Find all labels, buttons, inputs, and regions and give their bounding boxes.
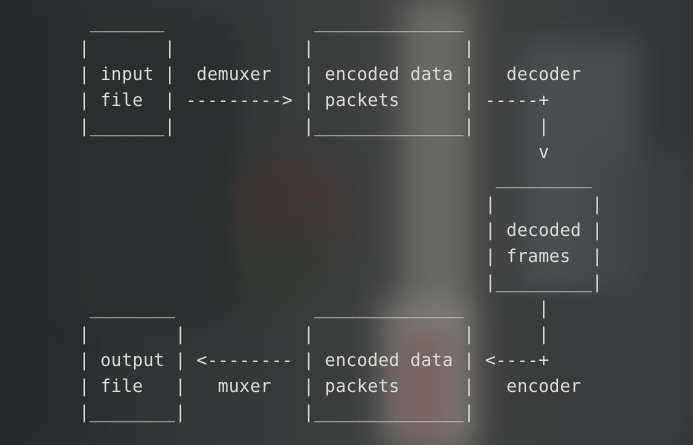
diagram-line: | | | | | (79, 325, 550, 345)
diagram-line: | file | muxer | packets | encoder (79, 377, 582, 397)
bg-blur-region (400, 330, 450, 440)
diagram-line: v (79, 143, 550, 163)
diagram-line: | | | | (79, 39, 475, 59)
transcoding-pipeline-diagram: _______ ______________ | | | | | input |… (79, 10, 603, 426)
diagram-line: ________ ______________ | (79, 299, 550, 319)
bg-blur-region (70, 20, 240, 320)
diagram-line: | | (79, 195, 603, 215)
bg-blur-region (240, 230, 330, 300)
bg-blur-region (590, 150, 693, 445)
diagram-line: |________| |______________| (79, 403, 475, 423)
diagram-line: | output | <-------- | encoded data | <-… (79, 351, 550, 371)
bg-blur-region (380, 300, 470, 445)
diagram-line: |_________| (79, 273, 603, 293)
diagram-line: | frames | (79, 247, 603, 267)
diagram-line: _________ (79, 169, 592, 189)
diagram-line: | decoded | (79, 221, 603, 241)
diagram-line: _______ ______________ (79, 13, 464, 33)
diagram-line: |_______| |______________| | (79, 117, 550, 137)
diagram-line: | file | ---------> | packets | -----+ (79, 91, 550, 111)
diagram-line: | input | demuxer | encoded data | decod… (79, 65, 582, 85)
